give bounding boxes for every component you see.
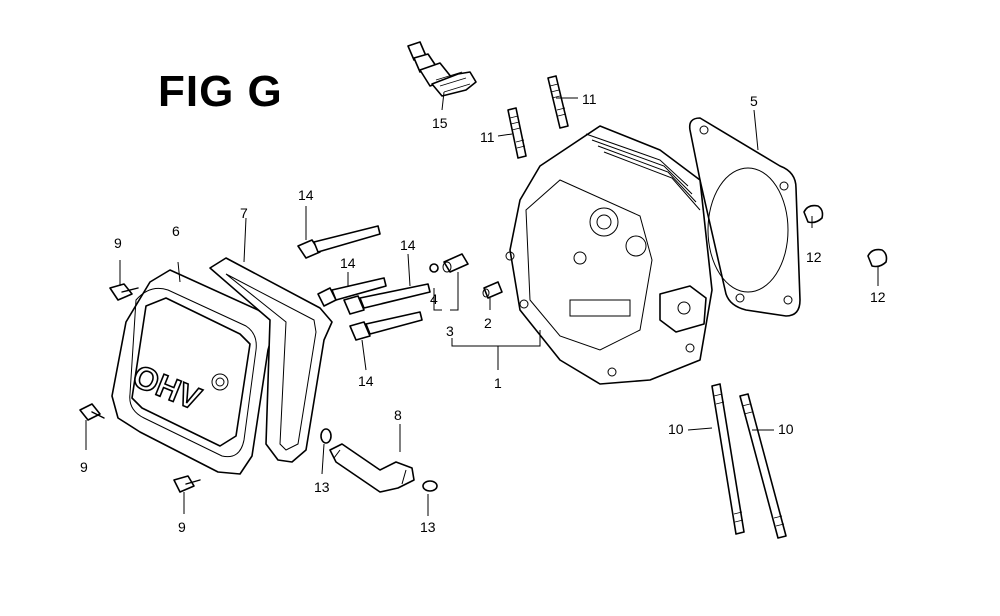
washer-4 [429,263,439,273]
cylinder-head [505,125,713,385]
stud-10-right [739,393,787,539]
spark-plug [407,41,477,97]
callout-12-a: 12 [806,249,822,265]
callout-6: 6 [172,223,180,239]
cap-12-a [803,204,824,224]
callout-3: 3 [446,323,454,339]
callout-7: 7 [240,205,248,221]
bolt-9-left [79,403,105,421]
clamp-13-right [422,480,438,492]
bolt-14-d [349,311,423,341]
head-gasket [688,117,801,317]
callout-15: 15 [432,115,448,131]
dowel-pin-2 [482,281,503,299]
callout-14-a: 14 [298,187,314,203]
callout-numbers: 15 11 11 5 12 12 6 7 9 9 9 14 14 14 14 4… [80,91,886,535]
bolt-9-top [109,283,139,301]
callout-10-right: 10 [778,421,794,437]
callout-9-top: 9 [114,235,122,251]
breather-tube [329,443,415,493]
callout-14-b: 14 [340,255,356,271]
cover-gasket [209,257,333,463]
callout-14-d: 14 [358,373,374,389]
callout-5: 5 [750,93,758,109]
clamp-13-left [320,428,332,444]
bolt-14-c [343,283,431,315]
stud-11-right [547,75,569,129]
stud-10-left [711,383,745,535]
callout-10-left: 10 [668,421,684,437]
callout-14-c: 14 [400,237,416,253]
bolt-14-a [297,225,381,259]
callout-12-b: 12 [870,289,886,305]
callout-13-right: 13 [420,519,436,535]
callout-9-bottom: 9 [178,519,186,535]
dowel-pin-3 [442,253,469,273]
callout-13-left: 13 [314,479,330,495]
stud-11-left [507,107,527,159]
callout-11-left: 11 [480,129,495,145]
callout-9-left: 9 [80,459,88,475]
callout-8: 8 [394,407,402,423]
callout-1: 1 [494,375,502,391]
leader-lines [85,91,879,516]
callout-4: 4 [430,291,438,307]
bolt-9-bottom [173,475,201,493]
callout-11-right: 11 [582,91,597,107]
figure-title: FIG G [158,67,283,116]
callout-2: 2 [484,315,492,331]
cap-12-b [867,248,888,268]
bolt-14-b [317,277,387,307]
